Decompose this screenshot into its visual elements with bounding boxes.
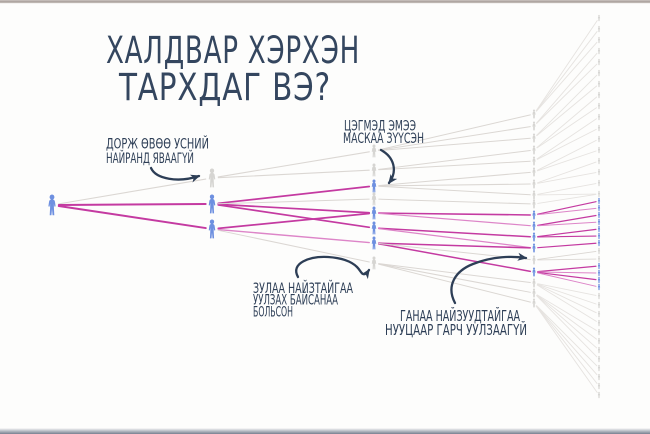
transmission-line: [378, 227, 532, 238]
transmission-line: [217, 204, 371, 229]
blocked-contact-line: [378, 114, 531, 151]
transmission-line: [537, 272, 597, 287]
annotation-tsegmed-line2: МАСКАА ЗҮҮСЭН: [343, 131, 424, 147]
transmission-line: [536, 41, 598, 112]
transmission-line: [536, 139, 597, 171]
transmission-line: [537, 194, 597, 204]
annotation-arrow-ganaa: [450, 252, 528, 305]
blocked-contact-line: [537, 258, 597, 261]
transmission-line: [536, 85, 598, 137]
transmission-line: [537, 150, 597, 172]
annotation-arrow-dorj: [149, 166, 201, 183]
transmission-line: [217, 203, 371, 214]
transmission-line: [537, 271, 597, 281]
blocked-contact-line: [217, 229, 370, 263]
transmission-line: [217, 185, 371, 205]
transmission-line: [536, 294, 597, 331]
annotation-ganaa-line2: НУУЦААР ГАРЧ УУЛЗААГҮЙ: [385, 320, 527, 339]
blocked-contact-line: [378, 185, 531, 196]
transmission-line: [535, 52, 598, 124]
transmission-line: [217, 228, 370, 244]
transmission-line: [536, 74, 598, 136]
transmission-line: [537, 221, 597, 227]
transmission-line: [536, 107, 597, 149]
transmission-line: [536, 284, 597, 322]
transmission-line: [377, 243, 532, 273]
annotation-arrows-layer: [149, 148, 528, 305]
blocked-contact-line: [217, 169, 370, 179]
transmission-line: [535, 305, 598, 393]
blocked-contact-line: [537, 250, 597, 260]
transmission-line: [217, 212, 371, 230]
blocked-contact-line: [58, 178, 207, 205]
page-title-line1: ХАЛДВАР ХЭРХЭН: [106, 29, 360, 72]
annotation-dorj-line2: НАЙРАНД ЯВААГҮЙ: [106, 149, 194, 167]
labels-layer: ХАЛДВАР ХЭРХЭН ТАРХДАГ ВЭ? ДОРЖ ӨВӨӨ УСН…: [106, 29, 527, 339]
blocked-contact-line: [378, 137, 531, 152]
transmission-line: [537, 283, 597, 305]
annotation-arrow-zulaa: [295, 255, 371, 280]
blocked-contact-line: [217, 151, 370, 178]
page-title-line2: ТАРХДАГ ВЭ?: [118, 66, 331, 109]
transmission-line: [537, 207, 597, 216]
transmission-line: [378, 212, 532, 216]
bottom-border-bar: [0, 428, 650, 434]
transmission-line: [537, 214, 597, 226]
blocked-contact-line: [378, 263, 531, 284]
transmission-line: [537, 235, 597, 238]
transmission-line: [537, 172, 597, 184]
blocked-contact-line: [378, 183, 531, 187]
top-border-bar: [0, 0, 650, 4]
annotation-zulaa-line3: БОЛЬСОН: [253, 305, 293, 321]
transmission-line: [536, 305, 598, 367]
blocked-contact-line: [378, 263, 531, 303]
annotation-dorj-line1: ДОРЖ ӨВӨӨ УСНИЙ: [106, 135, 209, 153]
blocked-contact-line: [217, 198, 370, 205]
transmission-line: [536, 96, 598, 149]
annotation-arrow-tsegmed: [379, 148, 398, 185]
transmission-line: [537, 271, 597, 274]
transmission-line: [536, 118, 597, 160]
transmission-line: [535, 20, 598, 112]
transmission-line: [536, 295, 598, 358]
transmission-line: [378, 227, 531, 249]
transmission-line: [536, 305, 598, 376]
annotation-zulaa-line1: ЗУЛАА НАЙЗТАЙГАА: [253, 279, 353, 297]
transmission-line: [378, 242, 532, 249]
blocked-contact-line: [378, 160, 531, 171]
transmission-line: [537, 228, 597, 238]
annotation-tsegmed-line1: ЦЭГМЭД ЭМЭЭ: [344, 119, 416, 135]
blocked-contact-line: [378, 149, 531, 170]
transmission-line: [536, 294, 597, 340]
annotation-ganaa-line1: ГАНАА НАЙЗУУДТАЙГАА: [400, 306, 520, 325]
transmission-line: [537, 265, 597, 273]
annotation-zulaa-line2: УУЛЗАХ БАЙСАНАА: [253, 291, 338, 309]
transmission-line: [536, 128, 597, 160]
transmission-line: [537, 201, 597, 215]
transmission-line: [57, 203, 207, 206]
transmission-line: [378, 212, 531, 227]
transmission-line: [535, 31, 598, 112]
transmission-line: [536, 63, 598, 124]
transmission-line: [537, 161, 597, 184]
blocked-contact-line: [378, 126, 531, 151]
transmission-line: [535, 305, 598, 385]
transmission-line: [537, 242, 597, 249]
transmission-line: [537, 283, 597, 296]
transmission-line: [537, 193, 597, 196]
transmission-line: [57, 205, 207, 230]
transmission-line: [536, 284, 597, 314]
blocked-contact-line: [378, 171, 531, 187]
transmission-line: [536, 295, 598, 349]
transmission-line: [537, 183, 597, 195]
blocked-contact-line: [378, 198, 531, 205]
contact-lines-layer: [57, 20, 598, 393]
